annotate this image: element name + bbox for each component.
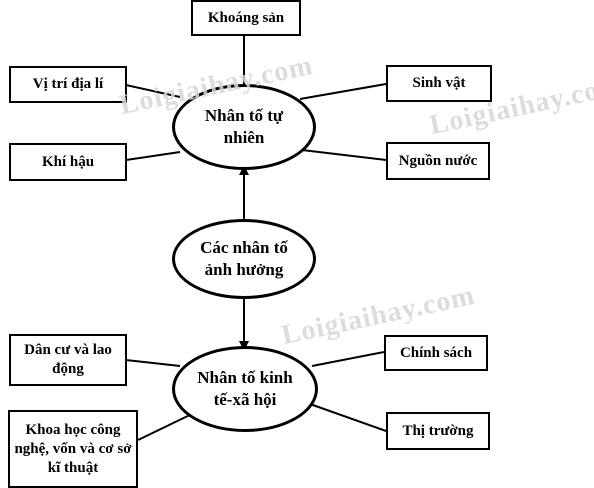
line-policy [311,351,385,367]
box-location: Vị trí địa lí [9,66,127,103]
box-water: Nguồn nước [386,142,490,180]
box-technology: Khoa học công nghệ, vốn và cơ sở kĩ thuậ… [8,410,138,488]
node-socio: Nhân tố kinh tế-xã hội [172,346,318,432]
label-mineral: Khoáng sản [207,9,285,26]
label-center: Các nhân tố ảnh hưởng [200,238,288,279]
label-climate: Khí hậu [41,153,95,170]
line-population [125,359,181,367]
label-socio: Nhân tố kinh tế-xã hội [197,368,293,409]
line-biology [299,83,387,100]
box-market: Thị trường [386,412,490,450]
line-market [309,403,387,432]
box-mineral: Khoáng sản [191,0,301,36]
line-water [301,149,387,161]
line-technology [137,411,197,441]
line-climate [125,151,181,161]
label-technology: Khoa học công nghệ, vốn và cơ sở kĩ thuậ… [14,421,132,476]
label-natural: Nhân tố tự nhiên [204,106,284,147]
node-center: Các nhân tố ảnh hưởng [172,219,316,299]
box-climate: Khí hậu [9,143,127,181]
box-population: Dân cư và lao động [9,334,127,386]
line-location [125,84,181,98]
label-population: Dân cư và lao động [24,342,112,377]
label-market: Thị trường [402,422,474,439]
label-policy: Chính sách [399,344,473,361]
box-biology: Sinh vật [386,65,492,102]
label-location: Vị trí địa lí [32,76,104,92]
label-water: Nguồn nước [398,152,478,169]
node-natural: Nhân tố tự nhiên [172,84,316,170]
label-biology: Sinh vật [412,75,466,91]
box-policy: Chính sách [384,335,488,371]
